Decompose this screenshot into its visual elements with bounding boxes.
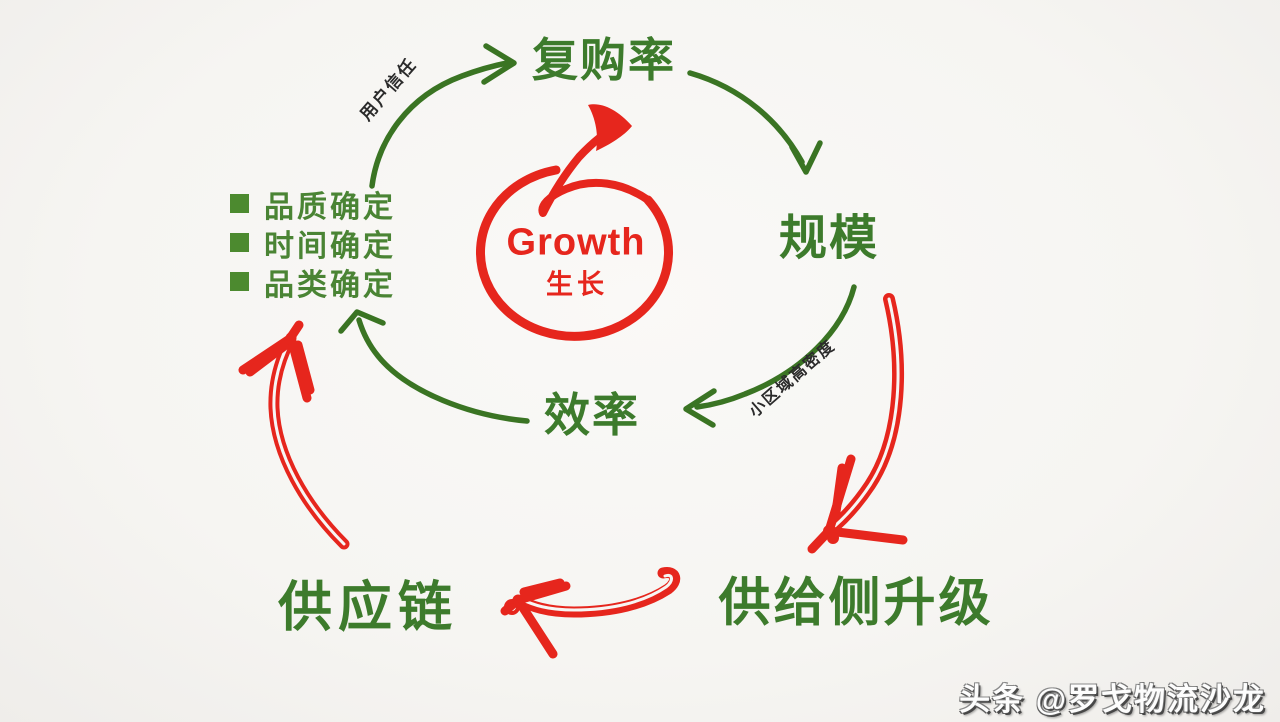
arrowhead-left-icon bbox=[683, 388, 717, 428]
green-arrow-scale-to-efficiency bbox=[683, 284, 857, 428]
red-arrow-supply-side-to-supply-chain bbox=[500, 567, 681, 659]
node-supply-side-upgrade: 供给侧升级 bbox=[718, 574, 994, 633]
green-arrow-efficiency-to-checklist bbox=[338, 309, 530, 424]
red-arrowhead-down-left-icon bbox=[807, 454, 908, 554]
checklist-item: 品类确定 bbox=[230, 266, 396, 302]
bullet-square-icon bbox=[230, 233, 249, 252]
green-arrow-repurchase-to-scale bbox=[687, 70, 823, 175]
center-growth-title: Growth bbox=[506, 221, 646, 264]
bullet-square-icon bbox=[230, 272, 249, 291]
checklist-item-label: 品类确定 bbox=[264, 268, 396, 302]
red-arrowhead-left-icon bbox=[500, 578, 571, 659]
red-arrow-scale-to-supply-side bbox=[807, 293, 908, 554]
green-arrow-trust-to-repurchase bbox=[369, 43, 517, 189]
node-repurchase-rate: 复购率 bbox=[532, 34, 676, 86]
arrowhead-right-icon bbox=[481, 43, 517, 85]
watermark: 头条 @罗戈物流沙龙 bbox=[959, 682, 1266, 717]
checklist-item-label: 品质确定 bbox=[264, 190, 396, 224]
red-arrow-supply-chain-to-checklist bbox=[238, 320, 350, 550]
spiral-arrowhead-icon bbox=[588, 104, 632, 151]
red-arrowhead-up-icon bbox=[238, 320, 315, 403]
node-supply-chain: 供应链 bbox=[278, 577, 458, 638]
arrowhead-down-icon bbox=[789, 140, 823, 175]
checklist-item: 品质确定 bbox=[230, 188, 396, 224]
arrowhead-up-left-icon bbox=[338, 309, 386, 334]
checklist-item-label: 时间确定 bbox=[264, 229, 396, 263]
checklist-item: 时间确定 bbox=[230, 227, 396, 263]
sketch-loop bbox=[504, 599, 520, 615]
bullet-square-icon bbox=[230, 194, 249, 213]
node-efficiency: 效率 bbox=[544, 389, 640, 441]
sketch-blob bbox=[827, 532, 839, 544]
center-growth-subtitle: 生长 bbox=[546, 269, 608, 300]
red-growth-spiral bbox=[476, 104, 673, 341]
node-scale: 规模 bbox=[778, 212, 880, 265]
checklist: 品质确定 时间确定 品类确定 bbox=[230, 188, 396, 302]
